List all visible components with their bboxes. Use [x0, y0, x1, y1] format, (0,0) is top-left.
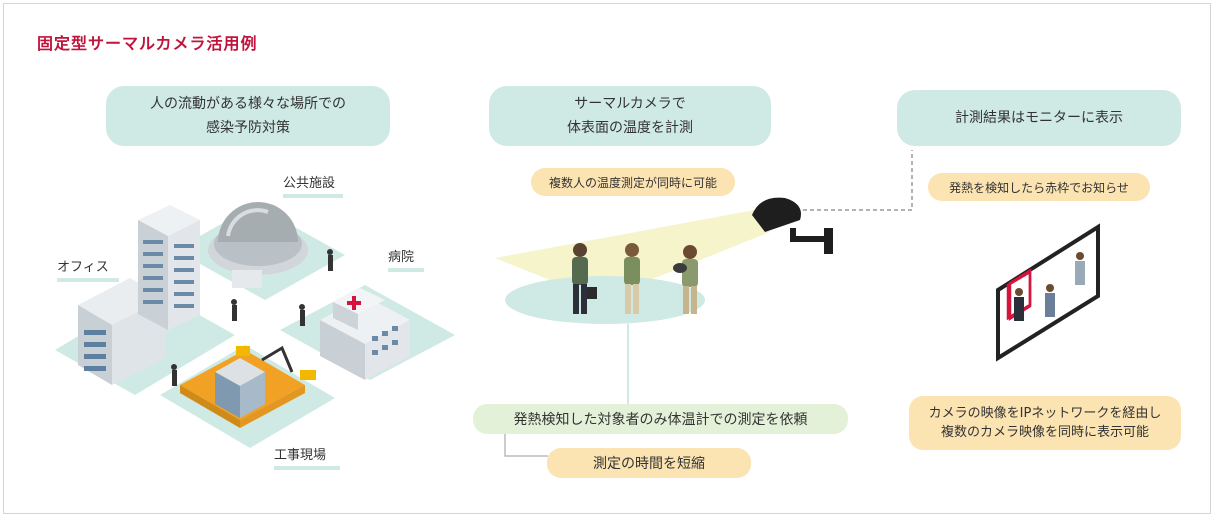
section2-benefit: 測定の時間を短縮	[547, 448, 751, 478]
monitor-display	[996, 223, 1100, 362]
section2-result: 発熱検知した対象者のみ体温計での測定を依頼	[473, 404, 848, 434]
section2-heading: サーマルカメラで 体表面の温度を計測	[489, 86, 771, 146]
section1-heading-line2: 感染予防対策	[206, 120, 290, 136]
city-illustration	[55, 202, 455, 448]
walking-people	[572, 243, 698, 314]
thermal-camera-icon	[752, 197, 833, 254]
label-construction: 工事現場	[274, 444, 340, 470]
label-hospital-text: 病院	[388, 250, 415, 265]
section3-heading-text: 計測結果はモニターに表示	[955, 110, 1123, 126]
section1-heading: 人の流動がある様々な場所での 感染予防対策	[106, 86, 390, 146]
section2-heading-line1: サーマルカメラで	[574, 96, 686, 112]
label-public-text: 公共施設	[283, 176, 336, 191]
section3-note: 発熱を検知したら赤枠でお知らせ	[928, 173, 1150, 201]
label-office: オフィス	[57, 256, 119, 282]
label-public: 公共施設	[283, 172, 343, 198]
page-title: 固定型サーマルカメラ活用例	[37, 34, 258, 53]
diagram-frame	[3, 3, 1211, 514]
label-hospital: 病院	[388, 246, 424, 272]
section3-network-line2: 複数のカメラ映像を同時に表示可能	[940, 425, 1149, 440]
label-office-text: オフィス	[57, 260, 109, 275]
thermal-camera-scene	[495, 150, 913, 457]
section3-heading: 計測結果はモニターに表示	[897, 90, 1181, 146]
section3-network: カメラの映像をIPネットワークを経由し 複数のカメラ映像を同時に表示可能	[909, 396, 1181, 450]
section2-note: 複数人の温度測定が同時に可能	[531, 168, 735, 196]
section3-network-line1: カメラの映像をIPネットワークを経由し	[928, 406, 1162, 421]
label-construction-text: 工事現場	[274, 448, 327, 463]
section2-heading-line2: 体表面の温度を計測	[567, 120, 693, 136]
section1-heading-line1: 人の流動がある様々な場所での	[150, 96, 346, 112]
